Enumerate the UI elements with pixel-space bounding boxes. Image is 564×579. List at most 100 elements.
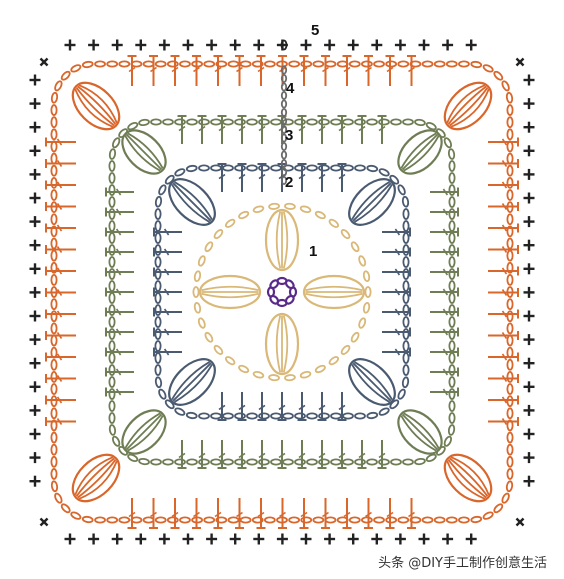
chain-stitch [50, 371, 58, 383]
chain-stitch [108, 244, 116, 256]
chain-stitch [378, 168, 390, 177]
chain-stitch [154, 280, 162, 292]
chain-stitch [506, 455, 514, 468]
double-crochet-stitch [105, 327, 134, 337]
double-crochet-stitch [105, 247, 134, 257]
chain-stitch [154, 208, 162, 220]
corner-single-crochet-stitch [39, 57, 49, 67]
single-crochet-stitch [442, 39, 454, 51]
single-crochet-stitch [523, 239, 535, 251]
chain-stitch [50, 419, 58, 432]
chain-stitch [54, 492, 63, 504]
chain-stitch [108, 172, 116, 184]
cluster-stitch [348, 358, 396, 406]
chain-stitch [414, 457, 426, 466]
chain-stitch [94, 60, 106, 68]
double-crochet-stitch [430, 387, 459, 397]
chain-stitch [414, 118, 426, 127]
single-crochet-stitch [29, 428, 41, 440]
chain-stitch [506, 468, 514, 480]
chain-stitch [280, 90, 288, 100]
double-crochet-stitch [153, 247, 182, 257]
single-crochet-stitch [29, 239, 41, 251]
double-crochet-stitch [317, 163, 327, 192]
single-crochet-stitch [523, 404, 535, 416]
chain-stitch [118, 60, 131, 68]
single-crochet-stitch [276, 533, 288, 545]
chain-stitch [280, 141, 288, 151]
chain-stitch [354, 412, 366, 420]
chain-stitch [314, 210, 326, 220]
chain-stitch [397, 388, 406, 400]
chain-stitch [108, 196, 116, 208]
double-crochet-stitch [297, 163, 307, 192]
chain-stitch [158, 388, 167, 400]
chain-stitch [448, 232, 456, 244]
single-crochet-stitch [523, 475, 535, 487]
chain-stitch [162, 118, 174, 126]
chain-stitch [111, 435, 121, 447]
chain-stitch [402, 256, 410, 268]
chain-stitch [270, 118, 282, 126]
chain-stitch [234, 458, 246, 466]
chain-stitch [284, 374, 296, 382]
single-crochet-stitch [88, 533, 100, 545]
chain-stitch [142, 516, 155, 524]
chain-stitch [81, 515, 94, 524]
chain-stitch [505, 480, 514, 493]
chain-stitch [154, 60, 167, 68]
double-crochet-stitch [45, 352, 76, 362]
chain-stitch [443, 137, 453, 149]
double-crochet-stitch [430, 267, 459, 277]
single-crochet-stitch [394, 533, 406, 545]
chain-stitch [505, 91, 514, 104]
chain-stitch [366, 164, 379, 173]
chain-stitch [227, 516, 240, 524]
chain-stitch [50, 176, 58, 189]
single-crochet-stitch [418, 533, 430, 545]
chain-stitch [385, 60, 398, 68]
chain-stitch [482, 64, 494, 73]
chain-stitch [197, 317, 206, 329]
cluster-stitch [71, 453, 121, 503]
chain-stitch [284, 202, 296, 210]
double-crochet-stitch [317, 115, 327, 144]
double-crochet-stitch [364, 55, 373, 86]
chain-stitch [108, 256, 116, 268]
chain-stitch [162, 458, 174, 466]
chain-stitch [378, 458, 390, 466]
chain-stitch [154, 244, 162, 256]
single-crochet-stitch [29, 216, 41, 228]
double-crochet-stitch [105, 227, 134, 237]
double-crochet-stitch [430, 227, 459, 237]
double-crochet-stitch [337, 163, 347, 192]
double-crochet-stitch [488, 245, 519, 254]
chain-stitch [215, 516, 228, 524]
double-crochet-stitch [217, 115, 227, 144]
cluster-stitch [71, 81, 121, 131]
chain-stitch [227, 60, 240, 68]
chain-stitch [246, 118, 258, 126]
chain-stitch [373, 516, 385, 524]
cluster-stitch [397, 129, 443, 175]
chain-stitch [448, 400, 456, 412]
chain-stitch [421, 516, 434, 524]
chain-stitch [366, 458, 378, 466]
chain-stitch [210, 118, 222, 126]
chain-stitch [50, 431, 58, 444]
chain-stitch [448, 160, 456, 172]
chain-stitch [280, 39, 288, 51]
chain-stitch [448, 376, 456, 388]
chain-stitch [54, 80, 63, 92]
chain-stitch [402, 364, 410, 376]
chain-stitch [179, 60, 191, 68]
chain-stitch [270, 412, 282, 420]
single-crochet-stitch [29, 263, 41, 275]
chain-stitch [288, 60, 301, 68]
chain-stitch [348, 516, 361, 524]
chain-stitch [506, 419, 514, 432]
chain-stitch [402, 232, 410, 244]
chain-stitch [342, 118, 354, 126]
chain-stitch [252, 205, 265, 214]
single-crochet-stitch [29, 310, 41, 322]
